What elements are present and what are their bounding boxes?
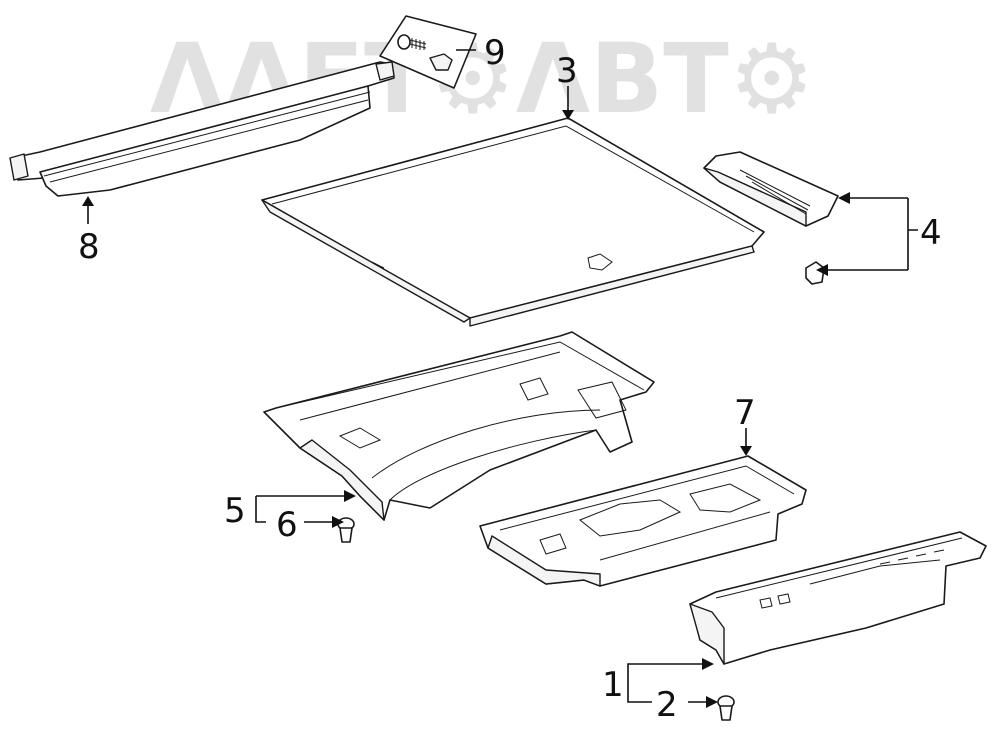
- callout-4: 4: [920, 213, 942, 253]
- leader-lines: [82, 49, 918, 708]
- callout-2: 2: [656, 685, 678, 725]
- part-6-fastener: [337, 517, 355, 543]
- part-8-tonneau-cover: [9, 61, 395, 197]
- part-4-clip: [805, 261, 825, 285]
- part-1-rear-panel: [689, 531, 987, 665]
- callout-3: 3: [556, 51, 578, 91]
- callout-6: 6: [276, 505, 298, 545]
- part-9-clip-and-bolt: [379, 15, 477, 89]
- callout-9: 9: [484, 33, 506, 73]
- part-3-deck-board: [261, 117, 765, 327]
- part-2-fastener: [717, 695, 735, 721]
- callout-1: 1: [602, 665, 624, 705]
- part-7-storage-tray: [479, 455, 807, 587]
- part-4-trim-cover: [703, 151, 839, 227]
- callout-8: 8: [78, 227, 100, 267]
- callout-5: 5: [224, 491, 246, 531]
- part-5-cargo-tray: [263, 331, 655, 521]
- callout-7: 7: [734, 393, 756, 433]
